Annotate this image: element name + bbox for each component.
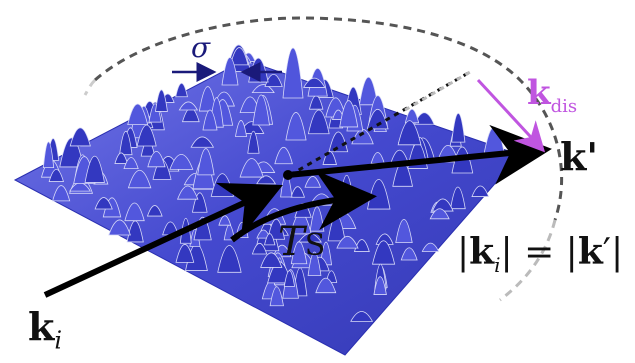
- tall-surface-peak: [283, 48, 303, 98]
- disordered-surface: [15, 45, 520, 355]
- surface-peak: [452, 113, 465, 142]
- scattering-point: [283, 170, 293, 180]
- surface-peak: [484, 127, 504, 154]
- dashed-guide-line-light: [405, 72, 470, 110]
- elastic-equation: |ki| = |k′|: [457, 234, 623, 275]
- tau-subscript: S: [305, 228, 326, 263]
- k-incident-main: k: [28, 304, 54, 349]
- k-dis-subscript: dis: [551, 96, 578, 117]
- k-incident-subscript: i: [54, 327, 62, 355]
- surface-peak: [405, 109, 418, 123]
- eq-close: ′|: [603, 232, 623, 273]
- surface-peak: [70, 128, 90, 146]
- k-prime-label: k': [560, 138, 598, 176]
- k-dis-main: k: [527, 73, 551, 113]
- eq-middle: | = |: [501, 232, 578, 273]
- surface-peak: [155, 90, 167, 112]
- transport-time-label: TS: [278, 222, 325, 262]
- surface-peak: [176, 83, 188, 96]
- eq-k-rhs: k: [578, 231, 603, 273]
- tau-main: T: [278, 219, 305, 265]
- sigma-label: σ: [191, 34, 210, 62]
- eq-k: k: [469, 231, 494, 273]
- k-dis-label: kdis: [527, 76, 577, 116]
- k-incident-label: ki: [28, 308, 62, 353]
- eq-open: |: [457, 232, 469, 273]
